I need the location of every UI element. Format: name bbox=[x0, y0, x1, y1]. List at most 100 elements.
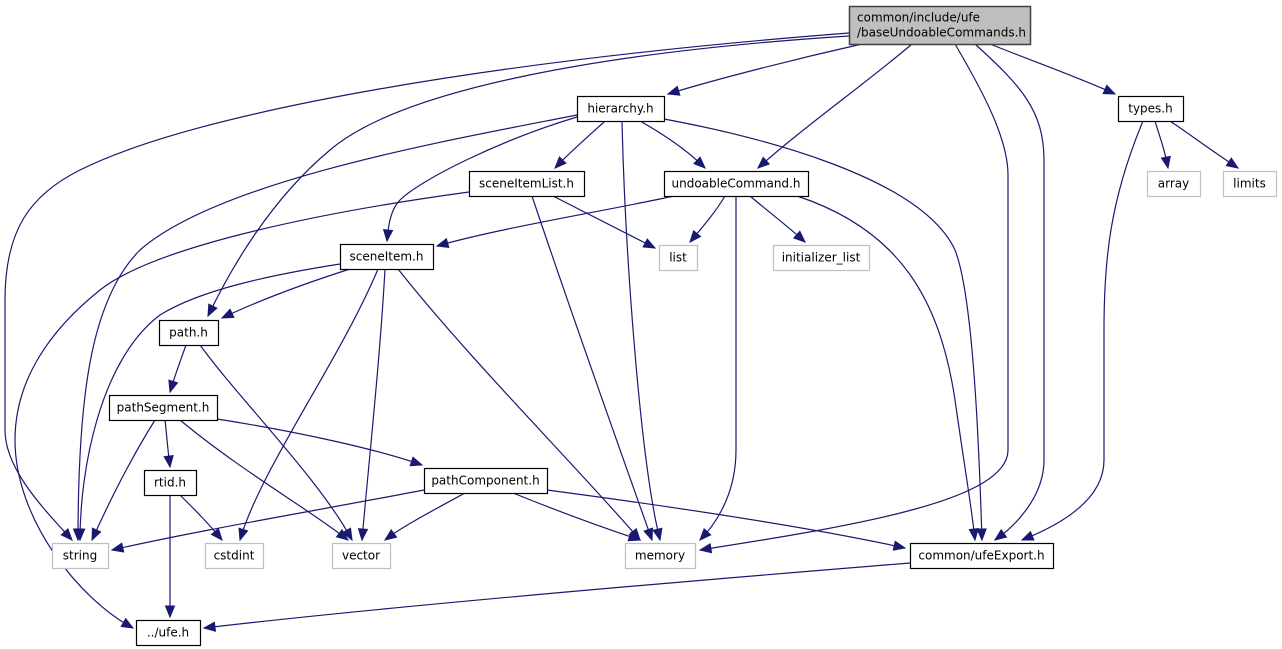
node-box bbox=[423, 467, 549, 495]
edge-sceneItem-to-vector bbox=[361, 268, 386, 541]
edge-pathSegment-to-vector-arrowhead bbox=[335, 528, 350, 541]
node-label: limits bbox=[1233, 177, 1266, 191]
edge-undoableCommand-to-ufeExport bbox=[796, 195, 976, 541]
edge-path-to-vector-arrowhead bbox=[341, 527, 353, 542]
node-pathComponent[interactable]: pathComponent.h bbox=[423, 467, 549, 495]
node-label: common/include/ufe bbox=[857, 11, 980, 25]
edge-sceneItem-to-memory bbox=[397, 268, 641, 541]
edge-pathSegment-to-pathComponent bbox=[216, 418, 423, 466]
edge-pathSegment-to-string bbox=[91, 419, 156, 541]
edge-hierarchy-to-memory-arrowhead bbox=[652, 527, 663, 542]
node-path[interactable]: path.h bbox=[158, 319, 220, 347]
edge-root-to-types bbox=[989, 43, 1116, 95]
edges-layer bbox=[4, 32, 1240, 632]
node-string: string bbox=[51, 542, 110, 570]
node-ufeExport[interactable]: common/ufeExport.h bbox=[909, 542, 1055, 570]
node-cstdint: cstdint bbox=[204, 542, 265, 570]
node-label: array bbox=[1158, 177, 1189, 191]
node-root[interactable]: common/include/ufe/baseUndoableCommands.… bbox=[848, 5, 1032, 46]
node-ufe[interactable]: ../ufe.h bbox=[135, 619, 202, 647]
node-label: rtid.h bbox=[154, 476, 186, 490]
edge-sceneItem-to-cstdint bbox=[239, 268, 379, 541]
nodes-layer: common/include/ufe/baseUndoableCommands.… bbox=[51, 5, 1278, 647]
node-rtid[interactable]: rtid.h bbox=[143, 469, 198, 497]
node-box bbox=[135, 619, 202, 647]
edge-root-to-undoableCommand-arrowhead bbox=[757, 156, 771, 169]
node-memory: memory bbox=[624, 542, 697, 570]
node-box bbox=[909, 542, 1055, 570]
node-label: hierarchy.h bbox=[587, 102, 653, 116]
node-undoableCommand[interactable]: undoableCommand.h bbox=[663, 170, 810, 198]
edge-path-to-pathSegment-arrowhead bbox=[168, 379, 179, 394]
node-box bbox=[1222, 170, 1278, 198]
edge-ufeExport-to-ufe-arrowhead bbox=[202, 621, 217, 632]
node-limits: limits bbox=[1222, 170, 1278, 198]
edge-sceneItem-to-vector-arrowhead bbox=[357, 528, 369, 542]
node-box bbox=[51, 542, 110, 570]
edge-hierarchy-to-ufeExport bbox=[663, 118, 983, 541]
node-box bbox=[1117, 95, 1185, 123]
edge-hierarchy-to-memory bbox=[621, 120, 661, 541]
node-hierarchy[interactable]: hierarchy.h bbox=[576, 95, 666, 123]
edge-sceneItemList-to-list bbox=[552, 195, 656, 249]
node-label: undoableCommand.h bbox=[672, 177, 801, 191]
edge-hierarchy-to-sceneItemList-arrowhead bbox=[554, 156, 567, 169]
edge-pathSegment-to-string-arrowhead bbox=[91, 527, 102, 542]
edge-sceneItem-to-path-arrowhead bbox=[220, 308, 235, 319]
node-pathSegment[interactable]: pathSegment.h bbox=[108, 394, 219, 422]
node-label: sceneItem.h bbox=[350, 250, 424, 264]
edge-pathSegment-to-pathComponent-arrowhead bbox=[409, 456, 424, 467]
node-box bbox=[339, 243, 435, 271]
node-box bbox=[1146, 170, 1202, 198]
node-types[interactable]: types.h bbox=[1117, 95, 1185, 123]
node-label: vector bbox=[342, 549, 380, 563]
node-box bbox=[576, 95, 666, 123]
edge-root-to-ufeExport-arrowhead bbox=[993, 528, 1008, 541]
node-sceneItem[interactable]: sceneItem.h bbox=[339, 243, 435, 271]
edge-root-to-path-arrowhead bbox=[207, 303, 218, 318]
node-box bbox=[204, 542, 265, 570]
node-label: sceneItemList.h bbox=[479, 177, 574, 191]
node-label: common/ufeExport.h bbox=[918, 549, 1044, 563]
edge-undoableCommand-to-initializer_list-arrowhead bbox=[792, 230, 806, 243]
edge-root-to-types-arrowhead bbox=[1102, 84, 1117, 95]
node-array: array bbox=[1146, 170, 1202, 198]
node-label: cstdint bbox=[214, 549, 255, 563]
edge-hierarchy-to-undoableCommand bbox=[639, 120, 706, 169]
edge-root-to-memory bbox=[699, 43, 1009, 551]
node-label: pathComponent.h bbox=[431, 474, 539, 488]
edge-pathComponent-to-string bbox=[111, 489, 425, 551]
edge-undoableCommand-to-memory bbox=[699, 196, 737, 541]
edge-types-to-limits-arrowhead bbox=[1225, 157, 1240, 169]
edge-rtid-to-ufe-arrowhead bbox=[164, 605, 176, 619]
edge-pathComponent-to-ufeExport-arrowhead bbox=[892, 540, 907, 551]
edge-root-to-hierarchy-arrowhead bbox=[666, 85, 681, 96]
node-sceneItemList[interactable]: sceneItemList.h bbox=[468, 170, 586, 198]
edge-types-to-limits bbox=[1169, 120, 1239, 169]
node-box bbox=[772, 244, 871, 272]
node-label: /baseUndoableCommands.h bbox=[857, 26, 1026, 40]
edge-ufeExport-to-ufe bbox=[203, 562, 911, 629]
edge-root-to-string-arrowhead bbox=[60, 527, 73, 541]
edge-sceneItem-to-string bbox=[79, 263, 341, 541]
edge-root-to-string bbox=[4, 32, 850, 541]
edge-sceneItemList-to-ufe bbox=[14, 191, 470, 629]
edge-rtid-to-cstdint-arrowhead bbox=[210, 527, 223, 542]
node-label: types.h bbox=[1128, 102, 1172, 116]
edge-sceneItemList-to-memory-arrowhead bbox=[643, 527, 654, 542]
edge-hierarchy-to-ufeExport-arrowhead bbox=[976, 528, 987, 542]
node-label: memory bbox=[635, 549, 685, 563]
edge-pathComponent-to-vector-arrowhead bbox=[383, 528, 398, 541]
node-box bbox=[331, 542, 392, 570]
edge-undoableCommand-to-list-arrowhead bbox=[689, 229, 702, 244]
edge-hierarchy-to-sceneItem-arrowhead bbox=[382, 229, 394, 243]
edge-sceneItem-to-path bbox=[221, 268, 351, 319]
edge-types-to-array-arrowhead bbox=[1160, 155, 1171, 170]
edge-hierarchy-to-sceneItem bbox=[386, 116, 578, 242]
edge-pathComponent-to-vector bbox=[384, 492, 466, 541]
edge-undoableCommand-to-sceneItem bbox=[436, 195, 675, 247]
node-label: string bbox=[63, 549, 97, 563]
edge-undoableCommand-to-memory-arrowhead bbox=[699, 527, 712, 541]
edge-sceneItem-to-string-arrowhead bbox=[74, 528, 86, 542]
